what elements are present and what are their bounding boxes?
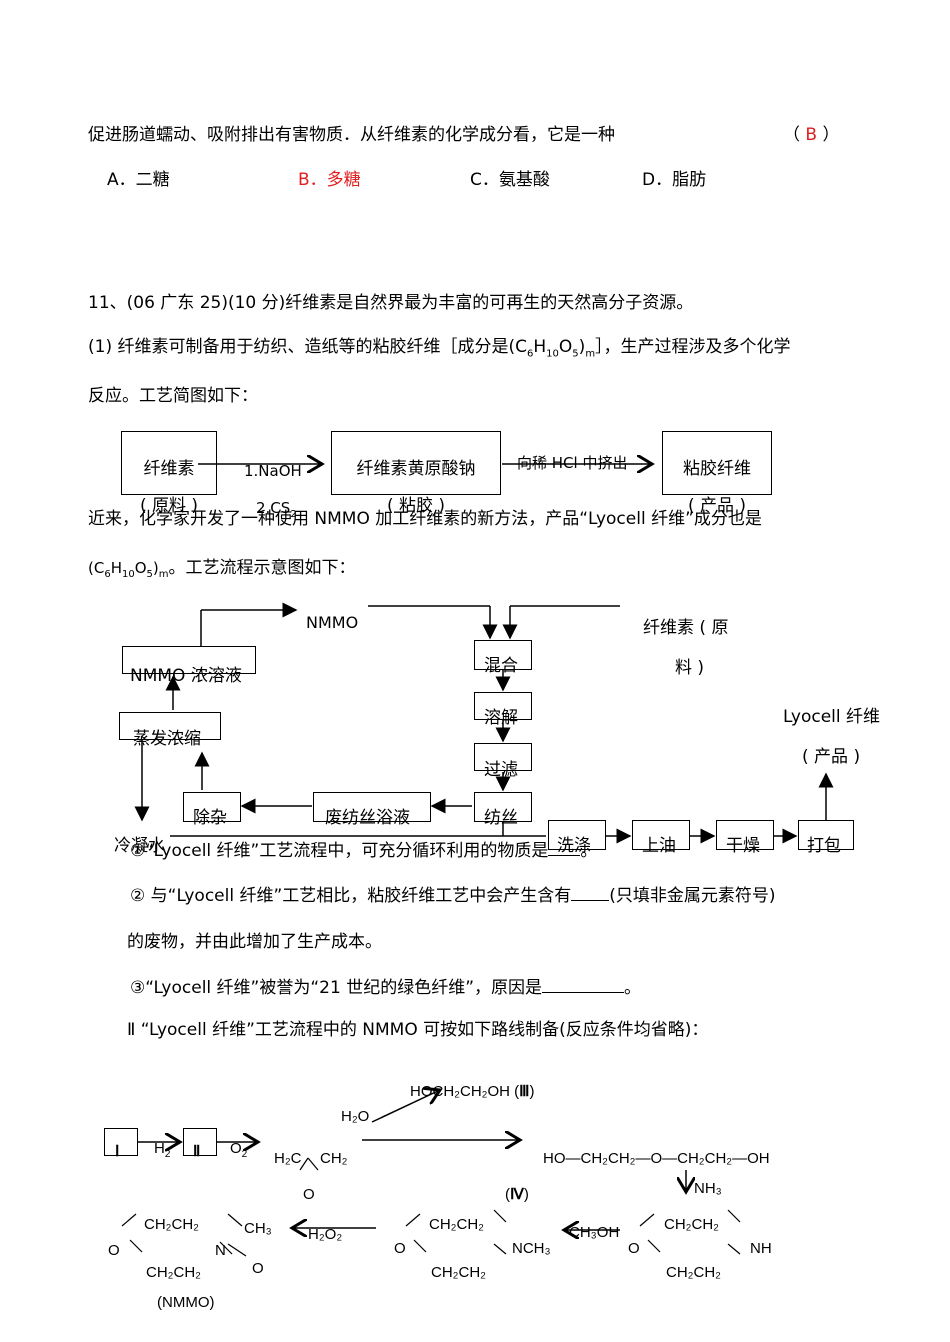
route-IV: (Ⅳ) [505, 1186, 529, 1203]
flow2-purify: 除杂 [193, 808, 227, 828]
route-epoxide-o: O [303, 1186, 315, 1203]
flow2-box-filter [474, 743, 532, 771]
flow2-spin: 纺丝 [484, 808, 518, 828]
q11-header: 11、(06 广东 25)(10 分)纤维素是自然界最为丰富的可再生的天然高分子… [88, 293, 694, 313]
flow2-dissolve: 溶解 [484, 708, 518, 728]
answer-blank-1[interactable] [548, 838, 581, 856]
flow2-box-spin [474, 792, 532, 822]
flow1-box3-label: 粘胶纤维 [683, 459, 751, 479]
flow2-box-waste [313, 792, 431, 822]
route-h2: H2 [154, 1140, 171, 1160]
q11-sub2-line2: 的废物，并由此增加了生产成本。 [127, 932, 382, 952]
q10-answer-bracket: （ B ） [783, 125, 839, 145]
flow2-mix: 混合 [484, 656, 518, 676]
flow2-filter: 过滤 [484, 760, 518, 780]
morpholine-bottom: CH₂CH₂ [666, 1264, 721, 1281]
q11-sub3: ③“Lyocell 纤维”被誉为“21 世纪的绿色纤维”，原因是。 [130, 975, 641, 998]
flow2-box-nmmo-conc [122, 646, 256, 674]
nmmo-bottom: CH₂CH₂ [146, 1264, 201, 1281]
nmm-bottom: CH₂CH₂ [431, 1264, 486, 1281]
route-box-I [104, 1128, 138, 1156]
flow1-arrow1-bottom: 2.CS2 [256, 499, 297, 520]
morpholine-o: O [628, 1240, 640, 1257]
flow2-evap: 蒸发浓缩 [133, 729, 201, 749]
q11-sub2: ② 与“Lyocell 纤维”工艺相比，粘胶纤维工艺中会产生含有(只填非金属元素… [130, 883, 776, 906]
flow1-arrow1-top: 1.NaOH [244, 462, 302, 480]
q10-answer-close: ） [822, 125, 840, 145]
flow2-nmmo-conc: NMMO 浓溶液 [130, 666, 242, 686]
route-nh3: NH₃ [694, 1180, 722, 1197]
route-h2o2: H₂O₂ [308, 1226, 343, 1243]
q11-p1-line2: 反应。工艺简图如下： [88, 386, 258, 406]
flow1-box2-label: 纤维素黄原酸钠 [356, 459, 476, 479]
flow1-arrow2-label: 向稀 HCl 中挤出 [517, 454, 628, 472]
q11-p1: (1) 纤维素可制备用于纺织、造纸等的粘胶纤维［成分是(C6H10O5)m］，生… [88, 337, 791, 360]
route-II: Ⅱ [193, 1143, 201, 1160]
q10-stem: 促进肠道蠕动、吸附排出有害物质．从纤维素的化学成分看，它是一种 [88, 125, 615, 145]
flow2-box-evap [119, 712, 221, 740]
q10-option-a: A．二糖 [107, 170, 170, 190]
route-h2o: H₂O [341, 1108, 370, 1125]
flow2-condensate: 冷凝水 [114, 836, 165, 856]
q11-p2: 近来，化学家开发了一种使用 NMMO 加工纤维素的新方法，产品“Lyocell … [88, 509, 762, 529]
flow2-box-mix [474, 640, 532, 670]
flow2-box-oil [632, 820, 690, 850]
q10-option-d: D．脂肪 [642, 170, 707, 190]
flow2-waste: 废纺丝浴液 [325, 808, 410, 828]
nmmo-n: N [215, 1242, 226, 1259]
nmm-o: O [394, 1240, 406, 1257]
flow1-box3-note: ( 产品 ) [687, 496, 747, 516]
nmm-n: NCH₃ [512, 1240, 551, 1257]
flow2-product: Lyocell 纤维 [783, 707, 881, 727]
nmm-top: CH₂CH₂ [429, 1216, 484, 1233]
flow2-box-wash [548, 820, 606, 850]
flow1-box-viscose [662, 431, 772, 495]
q10-answer: B [805, 125, 818, 145]
q11-sub1: ①“Lyocell 纤维”工艺流程中，可充分循环利用的物质是。 [130, 838, 597, 861]
flow2-oil: 上油 [642, 836, 676, 856]
answer-blank-2[interactable] [571, 883, 610, 901]
route-ch3oh: CH₃OH [569, 1224, 620, 1241]
route-diol: HO—CH₂CH₂—O—CH₂CH₂—OH [543, 1150, 770, 1167]
nmmo-top: CH₂CH₂ [144, 1216, 199, 1233]
flow2-box-purify [183, 792, 241, 822]
flow1-box-cellulose [121, 431, 217, 495]
nmmo-ring-o: O [108, 1242, 120, 1259]
morpholine-top: CH₂CH₂ [664, 1216, 719, 1233]
nmmo-oxide-o: O [252, 1260, 264, 1277]
flow2-cellulose-2: 料 ) [675, 658, 705, 678]
morpholine-nh: NH [750, 1240, 772, 1257]
flow2-product-2: ( 产品 ) [802, 747, 861, 767]
flow1-box1-note: ( 原料 ) [139, 496, 199, 516]
q11-p2-line2: (C6H10O5)m。工艺流程示意图如下： [88, 558, 356, 580]
flow1-box-xanthate [331, 431, 501, 495]
route-o2: O2 [230, 1140, 248, 1160]
flow2-box-dissolve [474, 692, 532, 720]
q11-part2: Ⅱ “Lyocell 纤维”工艺流程中的 NMMO 可按如下路线制备(反应条件均… [127, 1020, 709, 1040]
flow1-box1-label: 纤维素 [143, 459, 195, 479]
nmmo-ch3: CH₃ [244, 1220, 272, 1237]
flow2-dry: 干燥 [726, 836, 760, 856]
flow2-box-pack [798, 820, 854, 850]
nmmo-label: (NMMO) [157, 1294, 215, 1311]
route-box-II [183, 1128, 217, 1156]
route-III: HOCH₂CH₂OH (Ⅲ) [410, 1083, 535, 1100]
flow2-cellulose: 纤维素 ( 原 [643, 618, 729, 638]
q10-answer-open: （ [783, 125, 800, 145]
q10-option-b: B．多糖 [298, 170, 361, 190]
answer-blank-3[interactable] [542, 975, 625, 993]
flow2-pack: 打包 [807, 836, 841, 856]
q10-option-c: C．氨基酸 [470, 170, 550, 190]
flow2-wash: 洗涤 [557, 836, 591, 856]
flow2-box-dry [716, 820, 774, 850]
route-I: Ⅰ [115, 1143, 120, 1160]
route-epoxide-left: H₂C [274, 1150, 302, 1167]
flow1-box2-note: ( 粘胶 ) [386, 496, 446, 516]
flow2-nmmo: NMMO [306, 613, 359, 632]
route-epoxide-right: CH₂ [320, 1150, 348, 1167]
